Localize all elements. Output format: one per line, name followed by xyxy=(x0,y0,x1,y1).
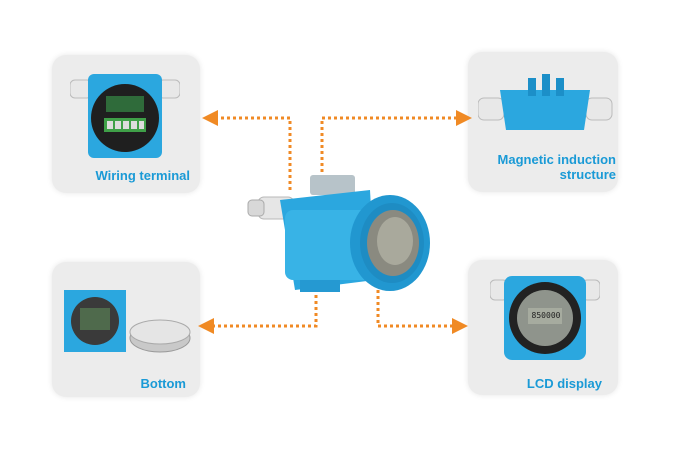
arrow-to-lcd-display xyxy=(376,290,454,328)
magnetic-induction-label-line2: structure xyxy=(559,167,616,182)
arrow-to-magnetic-induction xyxy=(320,116,458,190)
arrow-to-wiring-terminal xyxy=(218,116,292,190)
magnetic-induction-image xyxy=(478,74,613,130)
arrowhead-right-top xyxy=(456,110,472,126)
arrow-to-bottom xyxy=(213,295,318,328)
lcd-display-image xyxy=(490,276,600,360)
lcd-display-label: LCD display xyxy=(526,376,602,391)
wiring-terminal-label: Wiring terminal xyxy=(95,168,190,183)
wiring-terminal-image xyxy=(70,74,180,158)
arrowhead-left-top xyxy=(202,110,218,126)
magnetic-induction-label-line1: Magnetic induction xyxy=(497,152,616,167)
bottom-label: Bottom xyxy=(140,376,187,391)
magnetic-induction-label: Magnetic induction structure xyxy=(470,152,616,182)
arrowhead-right-bottom xyxy=(452,318,468,334)
transmitter-main-image xyxy=(247,175,430,292)
bottom-image xyxy=(64,290,191,353)
lcd-reading: 850000 xyxy=(531,311,561,320)
arrowhead-left-bottom xyxy=(198,318,214,334)
